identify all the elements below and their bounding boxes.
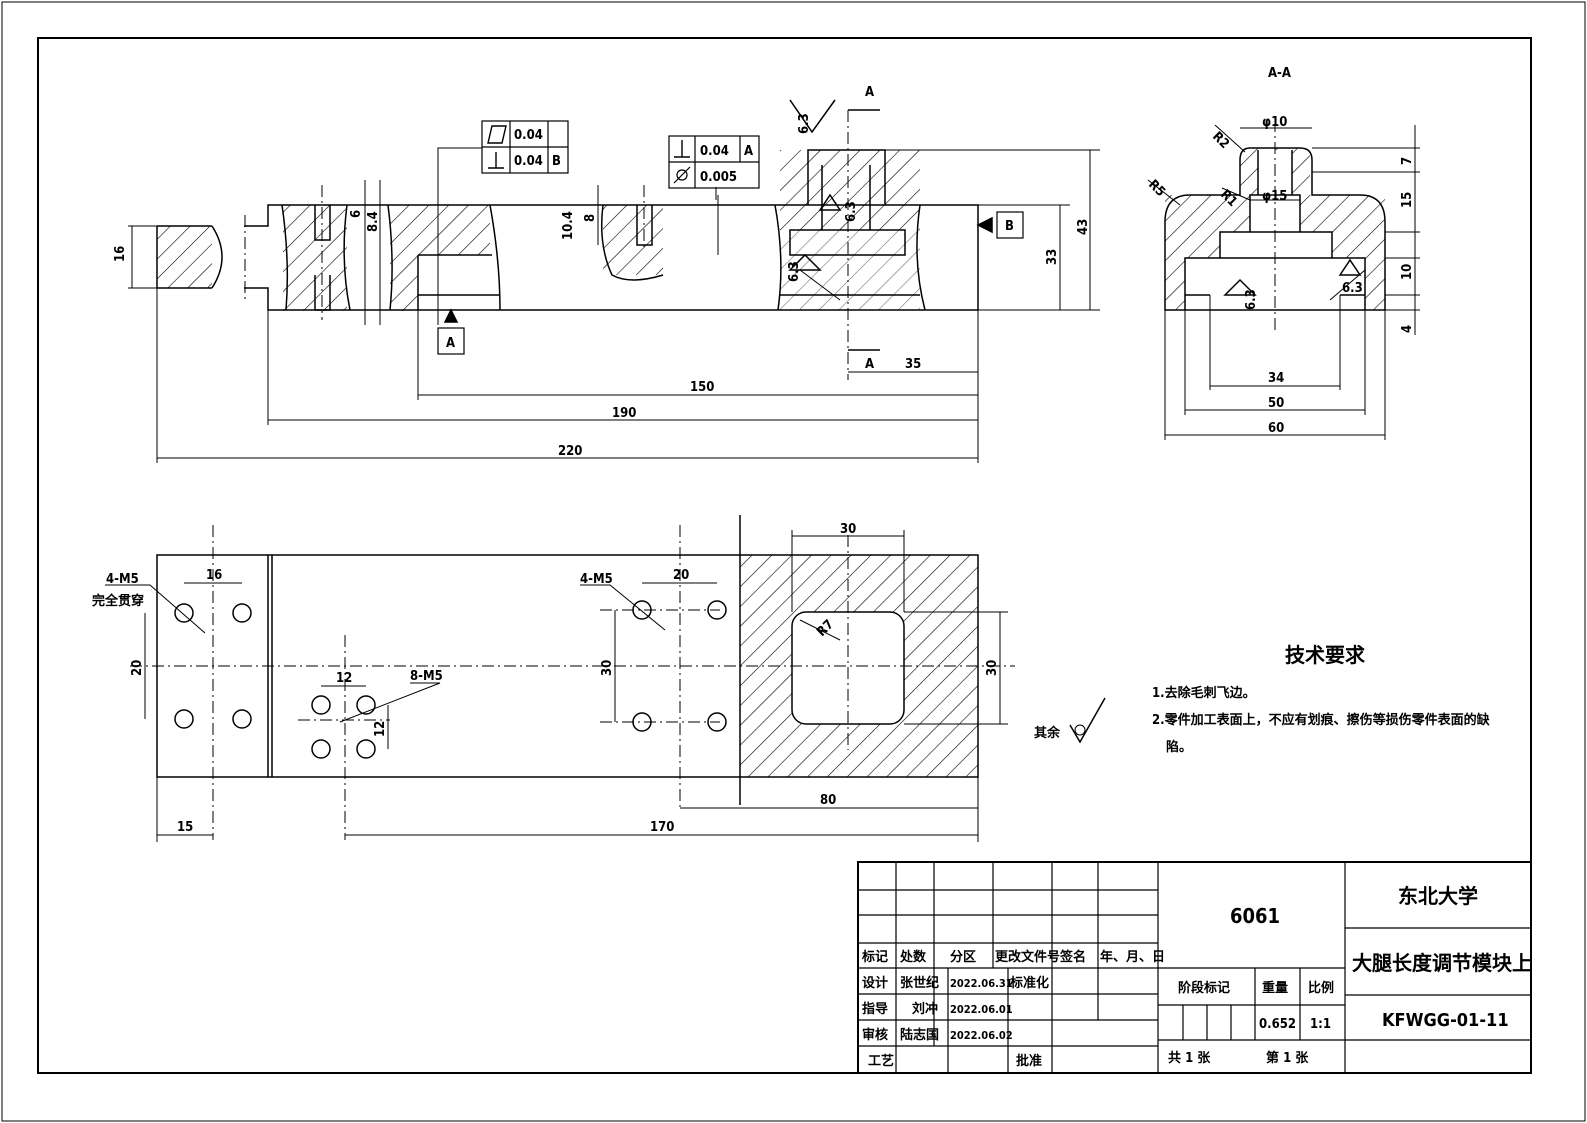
technical-notes: 技术要求 1.去除毛刺飞边。 2.零件加工表面上，不应有划痕、擦伤等损伤零件表面…	[1034, 643, 1491, 755]
dim-35: 35	[905, 357, 921, 372]
notes-line-3: 陷。	[1166, 739, 1192, 755]
front-view-labels: 150 190 220 35 16 33 43 6 8.4 10.4 8 A A…	[113, 85, 1091, 459]
dim-30-holes: 30	[600, 660, 615, 676]
tb-standard-label: 标准化	[1009, 975, 1049, 991]
dim-15: 15	[1400, 192, 1415, 208]
title-block	[857, 861, 1532, 1074]
dim-43: 43	[1076, 219, 1091, 235]
dim-15-top: 15	[177, 820, 193, 835]
hole-label-right: 4-M5	[580, 572, 613, 587]
tb-design-date: 2022.06.31	[950, 977, 1013, 990]
dim-30-right: 30	[985, 660, 1000, 676]
tb-scale-value: 1:1	[1310, 1017, 1331, 1032]
tb-guide-label: 指导	[862, 1001, 888, 1017]
tb-part-name: 大腿长度调节模块上	[1352, 951, 1532, 975]
dim-150: 150	[690, 380, 714, 395]
tb-header-date: 年、月、日	[1100, 949, 1165, 965]
datum-a-label: A	[446, 336, 455, 351]
front-view	[128, 99, 1100, 463]
hole-label-left-note: 完全贯穿	[92, 593, 144, 609]
tb-header-sign: 签名	[1059, 949, 1086, 965]
fcf2-row2-value: 0.005	[700, 170, 737, 185]
tb-process-label: 工艺	[868, 1053, 894, 1069]
hole-label-middle: 8-M5	[410, 669, 443, 684]
tb-weight-value: 0.652	[1259, 1017, 1296, 1032]
section-roughness-2: 6.3	[1342, 281, 1363, 296]
datum-b-label: B	[1005, 219, 1014, 234]
tb-header-zone: 分区	[950, 949, 976, 965]
tb-guide-date: 2022.06.01	[950, 1003, 1013, 1016]
section-title: A-A	[1268, 66, 1291, 81]
dim-20-vertical: 20	[130, 660, 145, 676]
dim-6: 6	[349, 210, 364, 218]
radius-r2: R2	[1209, 129, 1232, 152]
dim-60: 60	[1268, 421, 1284, 436]
dim-20-top: 20	[673, 568, 689, 583]
hole-label-left: 4-M5	[106, 572, 139, 587]
dim-12-horizontal: 12	[336, 671, 352, 686]
tb-header-docno: 更改文件号	[995, 949, 1060, 965]
section-view	[1147, 120, 1420, 440]
tb-review-label: 审核	[862, 1027, 888, 1043]
tb-stage-label: 阶段标记	[1178, 980, 1230, 996]
dim-16-top: 16	[206, 568, 222, 583]
notes-title: 技术要求	[1285, 643, 1366, 667]
dim-4: 4	[1400, 325, 1415, 333]
dim-10: 10	[1400, 264, 1415, 280]
tb-review-name: 陆志国	[900, 1027, 939, 1043]
roughness-mid: 6.3	[844, 201, 859, 222]
section-mark-bottom: A	[865, 357, 874, 372]
tb-design-label: 设计	[862, 975, 888, 991]
tb-school: 东北大学	[1398, 884, 1478, 908]
tb-sheets-total: 共 1 张	[1168, 1050, 1211, 1066]
fcf1-row2-value: 0.04	[514, 154, 543, 169]
tb-scale-label: 比例	[1308, 980, 1334, 996]
tb-material: 6061	[1230, 904, 1280, 928]
fcf1-row1-value: 0.04	[514, 128, 543, 143]
dim-33: 33	[1045, 249, 1060, 265]
inner-border	[37, 37, 1532, 1074]
tb-header-mark: 标记	[861, 949, 888, 965]
section-mark-top: A	[865, 85, 874, 100]
tb-sheet-no: 第 1 张	[1266, 1050, 1309, 1066]
fcf2-row1-datum: A	[744, 144, 753, 159]
roughness-low: 6.3	[787, 261, 802, 282]
fcf1-row2-datum: B	[552, 154, 561, 169]
dim-10-4: 10.4	[561, 211, 576, 240]
tb-review-date: 2022.06.02	[950, 1029, 1013, 1042]
dim-80: 80	[820, 793, 836, 808]
tb-drawing-no: KFWGG-01-11	[1382, 1010, 1509, 1031]
dim-34: 34	[1268, 371, 1284, 386]
roughness-top: 6.3	[797, 113, 812, 134]
notes-line-1: 1.去除毛刺飞边。	[1152, 685, 1256, 701]
dim-220: 220	[558, 444, 582, 459]
title-block-text: 标记 处数 分区 更改文件号 签名 年、月、日 设计 张世纪 2022.06.3…	[861, 884, 1532, 1069]
tb-weight-label: 重量	[1262, 980, 1288, 996]
section-roughness-1: 6.3	[1244, 289, 1259, 310]
top-view	[105, 515, 1106, 842]
rest-roughness-label: 其余	[1034, 725, 1061, 741]
tb-design-name: 张世纪	[900, 975, 939, 991]
dim-170: 170	[650, 820, 674, 835]
tb-guide-name: 刘冲	[912, 1001, 938, 1017]
dim-12-vertical: 12	[373, 721, 388, 737]
notes-line-2: 2.零件加工表面上，不应有划痕、擦伤等损伤零件表面的缺	[1152, 712, 1491, 728]
dim-190: 190	[612, 406, 636, 421]
tb-approve-label: 批准	[1016, 1053, 1042, 1069]
dim-8: 8	[583, 214, 598, 222]
dim-phi10: φ10	[1262, 115, 1287, 130]
tb-header-count: 处数	[899, 949, 927, 965]
dim-7: 7	[1400, 157, 1415, 165]
dim-30-opening: 30	[840, 522, 856, 537]
dim-8-4: 8.4	[366, 211, 381, 232]
dim-16: 16	[113, 246, 128, 262]
dim-50: 50	[1268, 396, 1284, 411]
section-view-labels: A-A φ10 φ15 7 15 10 4 34 50 60 R2 R5 R1 …	[1145, 66, 1415, 436]
dim-phi15: φ15	[1262, 189, 1287, 204]
fcf2-row1-value: 0.04	[700, 144, 729, 159]
